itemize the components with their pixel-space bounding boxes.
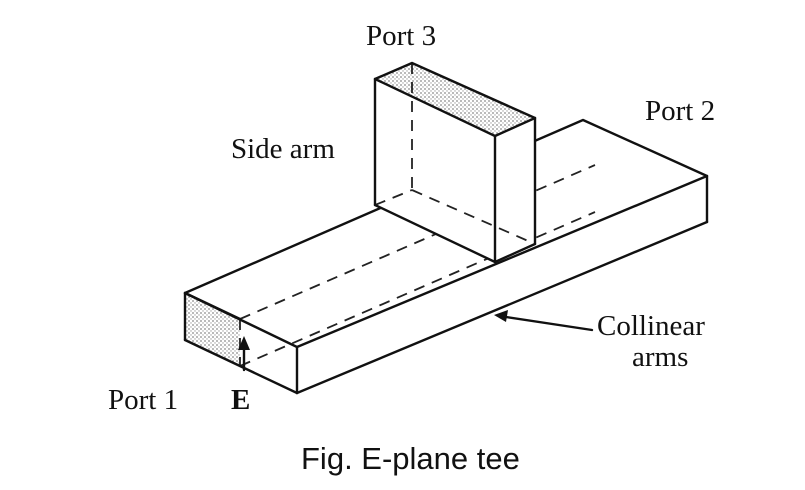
collinear-label-line1: Collinear	[597, 310, 705, 342]
port2-label: Port 2	[645, 95, 715, 127]
e-field-label: E	[231, 384, 250, 416]
collinear-label-line2: arms	[632, 341, 688, 373]
port1-opening	[185, 293, 240, 366]
side-arm-label: Side arm	[231, 133, 335, 165]
port3-label: Port 3	[366, 20, 436, 52]
port3-opening	[375, 63, 535, 136]
e-field-arrow	[238, 336, 250, 372]
figure-caption: Fig. E-plane tee	[301, 441, 520, 476]
collinear-pointer-arrow	[494, 310, 594, 332]
side-arm-waveguide	[373, 61, 537, 264]
port1-label: Port 1	[108, 384, 178, 416]
